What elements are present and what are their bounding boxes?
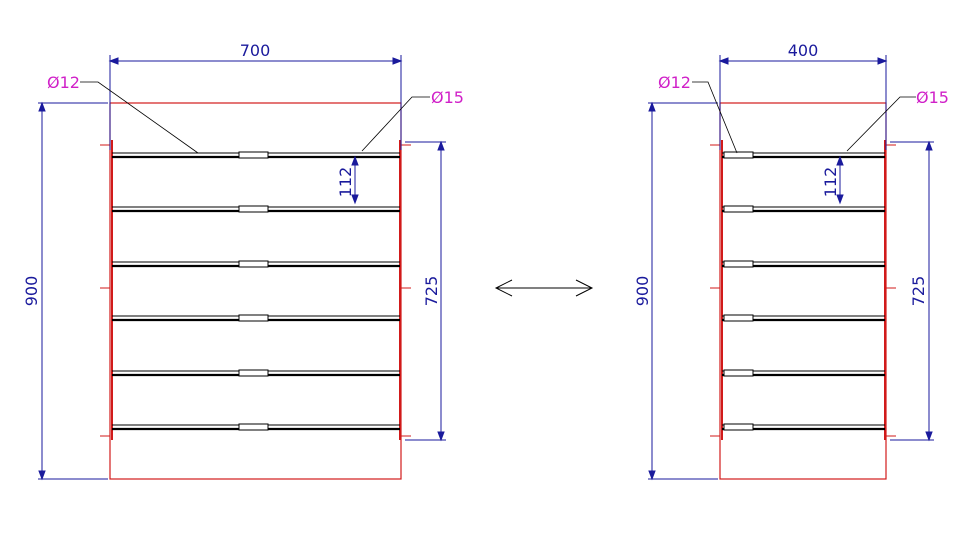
right-rack-rung-sleeve: [723, 423, 754, 431]
left-callout-large-diameter: Ø15: [431, 88, 464, 107]
right-rack-frame: [719, 102, 887, 480]
right-rack-rung: [722, 260, 885, 268]
left-rack-frame: [109, 102, 402, 480]
left-rack-rung: [112, 369, 400, 377]
right-span-dimension: [890, 140, 934, 442]
right-callout-small-diameter: Ø12: [658, 73, 691, 92]
left-spacing-dimension: [351, 155, 359, 205]
left-rack-rung: [112, 205, 400, 213]
right-rack-rung-sleeve: [723, 314, 754, 322]
left-height-label: 900: [22, 276, 41, 307]
right-callout-large-diameter: Ø15: [916, 88, 949, 107]
right-rack-rung: [722, 314, 885, 322]
right-rack-drawing: 400 900 725 112 Ø12 Ø15: [633, 41, 949, 481]
right-rack-rung-sleeve: [723, 205, 754, 213]
right-width-dimension: [718, 55, 888, 150]
left-rack-rung: [112, 151, 400, 159]
left-rack-rung-sleeve: [238, 151, 269, 159]
left-spacing-label: 112: [336, 167, 355, 198]
left-width-label: 700: [240, 41, 271, 60]
right-span-label: 725: [909, 276, 928, 307]
right-rack-rung-sleeve: [723, 369, 754, 377]
right-rack-post-ticks: [710, 144, 896, 437]
left-width-dimension: [108, 55, 403, 150]
right-rack-rungs: [722, 151, 885, 431]
right-spacing-dimension: [836, 155, 844, 205]
left-rack-rung: [112, 314, 400, 322]
left-callout-leaders: [80, 81, 430, 154]
left-rack-rung-sleeve: [238, 205, 269, 213]
right-rack-rung: [722, 423, 885, 431]
left-rack-rung-sleeve: [238, 260, 269, 268]
left-rack-rungs: [112, 151, 400, 431]
left-rack-rung-sleeve: [238, 423, 269, 431]
right-callout-leaders: [692, 81, 916, 154]
right-rack-rung-sleeve: [723, 151, 754, 159]
right-height-label: 900: [633, 276, 652, 307]
left-rack-post-ticks: [100, 144, 411, 437]
right-spacing-label: 112: [821, 167, 840, 198]
left-span-dimension: [405, 140, 446, 442]
left-callout-small-diameter: Ø12: [47, 73, 80, 92]
left-rack-rung: [112, 423, 400, 431]
right-width-label: 400: [788, 41, 819, 60]
right-rack-rung-sleeve: [723, 260, 754, 268]
left-rack-rung-sleeve: [238, 369, 269, 377]
left-span-label: 725: [422, 276, 441, 307]
right-height-dimension: [648, 101, 718, 481]
left-rack-rung-sleeve: [238, 314, 269, 322]
right-rack-rung: [722, 151, 885, 159]
double-arrow-icon: [494, 279, 594, 297]
right-rack-rung: [722, 205, 885, 213]
right-rack-rung: [722, 369, 885, 377]
left-rack-drawing: 700 900 725 112: [22, 41, 464, 481]
left-height-dimension: [38, 101, 108, 481]
left-rack-rung: [112, 260, 400, 268]
